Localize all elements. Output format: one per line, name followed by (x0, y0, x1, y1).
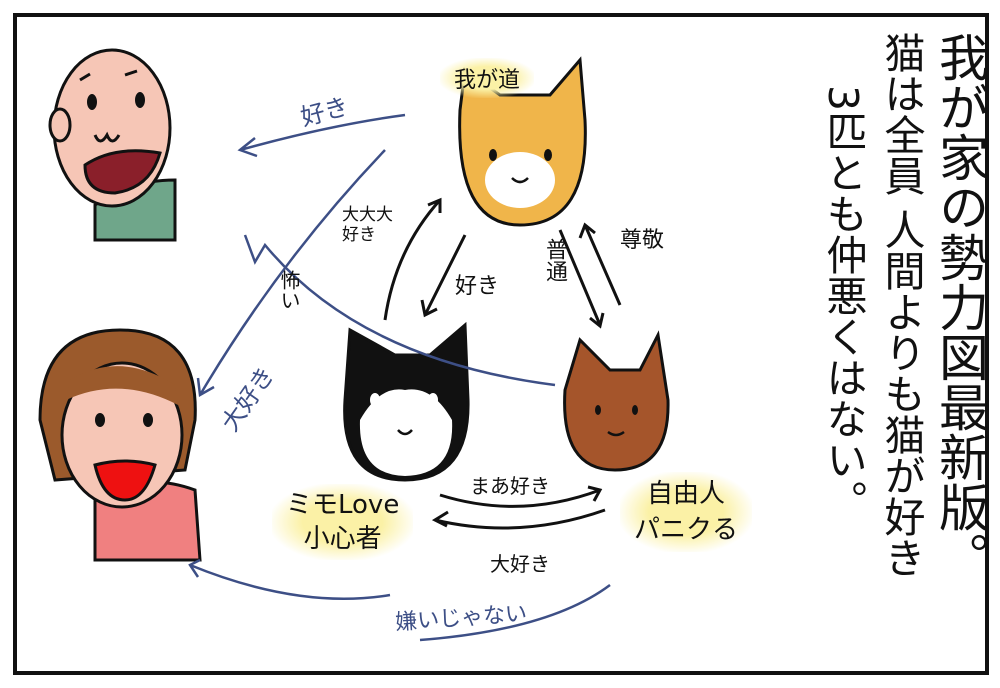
orange-cat (458, 56, 587, 227)
brown-cat-label: 自由人 パニクる (620, 472, 753, 552)
title-column-2: 猫は全員 人間よりも猫が好き (877, 32, 925, 579)
cat-relation-arrows (383, 197, 622, 530)
black-white-cat-label: ミモLove 小心者 (272, 484, 414, 560)
black-white-cat-label-line2: 小心者 (303, 524, 382, 554)
human-relation-arrows (188, 113, 611, 642)
relation-blackwhite-to-orange: 大大大好き (342, 205, 393, 245)
relation-brown-to-orange: 尊敬 (620, 228, 665, 253)
brown-cat-label-line2: パニクる (634, 515, 739, 545)
title-column-1: 我が家の勢力図最新版。 (931, 32, 989, 582)
brown-cat (563, 330, 670, 472)
woman-figure (38, 328, 202, 562)
relation-brown-to-blackwhite: 大好き (490, 552, 550, 576)
title-column-3: 3匹とも仲悪くはない。 (819, 85, 867, 522)
relation-scary: 怖い (277, 270, 301, 310)
brown-cat-label-line1: 自由人 (647, 479, 726, 509)
relation-orange-to-brown: 普通 (542, 238, 567, 282)
relation-blackwhite-to-brown: まあ好き (470, 474, 550, 498)
orange-cat-label: 我が道 (440, 58, 535, 98)
relation-orange-to-blackwhite: 好き (455, 274, 500, 299)
black-white-cat-label-line1: ミモLove (286, 490, 400, 520)
man-figure (48, 48, 177, 242)
black-white-cat (343, 321, 470, 482)
